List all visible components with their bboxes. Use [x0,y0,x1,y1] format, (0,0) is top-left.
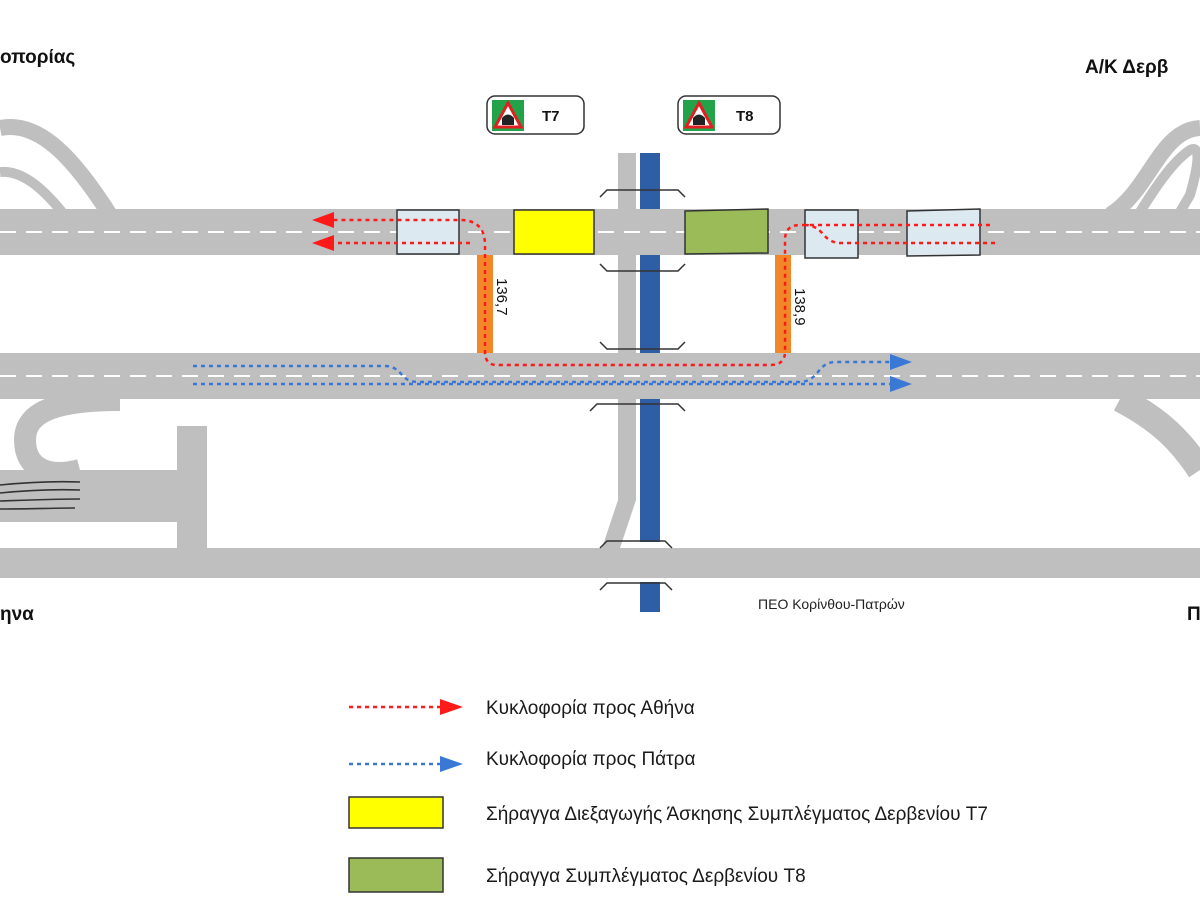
peo-road [0,548,1200,578]
railway-segment-4 [640,582,660,612]
service-road-left [0,470,200,522]
patra-arrowhead-2 [890,376,912,392]
railway [640,153,660,612]
patra-arrowheads [890,354,912,392]
vertical-road-top [618,153,636,209]
railway-segment-3 [640,399,660,542]
tunnel-t8 [684,208,769,255]
athens-path-upper [330,218,990,367]
sign-t8: T8 [677,95,781,135]
patra-arrowhead-1 [890,354,912,370]
legend-item-to-patra: Κυκλοφορία προς Πάτρα [349,749,695,772]
athens-arrowhead-2 [312,235,334,251]
top-left-ramp-inner [0,166,66,216]
legend-item-t7: Σήραγγα Διεξαγωγής Άσκησης Συμπλέγματος … [348,796,988,829]
railway-segment-1 [640,153,660,209]
vms-box-2 [804,209,859,259]
place-bottom-left: ηνα [0,604,34,625]
yellow-swatch-icon [348,796,444,829]
bottom-right-ramp [1113,387,1200,478]
legend-item-to-athens: Κυκλοφορία προς Αθήνα [349,698,695,719]
athens-path-lower [804,223,995,245]
top-right-loop-inner [1135,144,1200,215]
legend-item-t8: Σήραγγα Συμπλέγματος Δερβενίου T8 [348,857,806,893]
legend-label-to-patra: Κυκλοφορία προς Πάτρα [486,749,695,770]
vms-box-3 [906,208,981,257]
top-left-ramp [0,119,117,220]
legend: Κυκλοφορία προς Αθήνα Κυκλοφορία προς Πά… [348,698,988,893]
bridge-markers [589,189,686,591]
traffic-to-athens [330,218,995,367]
km-label-138-9: 138,9 [791,288,808,326]
sign-t7: T7 [486,95,585,135]
tunnel-t7 [513,209,595,255]
service-lanes [0,480,81,510]
green-swatch-icon [348,857,444,893]
bottom-left-loop [13,389,121,484]
sign-t8-label: T8 [736,108,754,125]
patra-path-upper [193,360,890,384]
road-network [0,119,1200,578]
traffic-to-patra [193,360,890,386]
railway-segment-2 [640,255,660,353]
athens-arrowheads [312,212,334,251]
km-label-136-7: 136,7 [493,278,510,316]
vertical-road-bottom [602,399,636,548]
road-label: ΠΕΟ Κορίνθου-Πατρών [758,596,905,612]
legend-label-t8: Σήραγγα Συμπλέγματος Δερβενίου T8 [486,866,806,887]
place-top-right: Α/Κ Δερβ [1085,57,1168,78]
legend-label-t7: Σήραγγα Διεξαγωγής Άσκησης Συμπλέγματος … [486,804,988,825]
athens-arrowhead-1 [312,212,334,228]
crossover-138-9 [775,255,791,353]
vertical-road-mid [618,255,636,353]
legend-label-to-athens: Κυκλοφορία προς Αθήνα [486,698,695,719]
top-right-loop [1105,120,1200,222]
sign-t7-label: T7 [542,108,560,125]
place-bottom-right: Π [1187,604,1200,625]
place-top-left: οπορίας [0,47,75,68]
vms-box-1 [396,209,460,255]
